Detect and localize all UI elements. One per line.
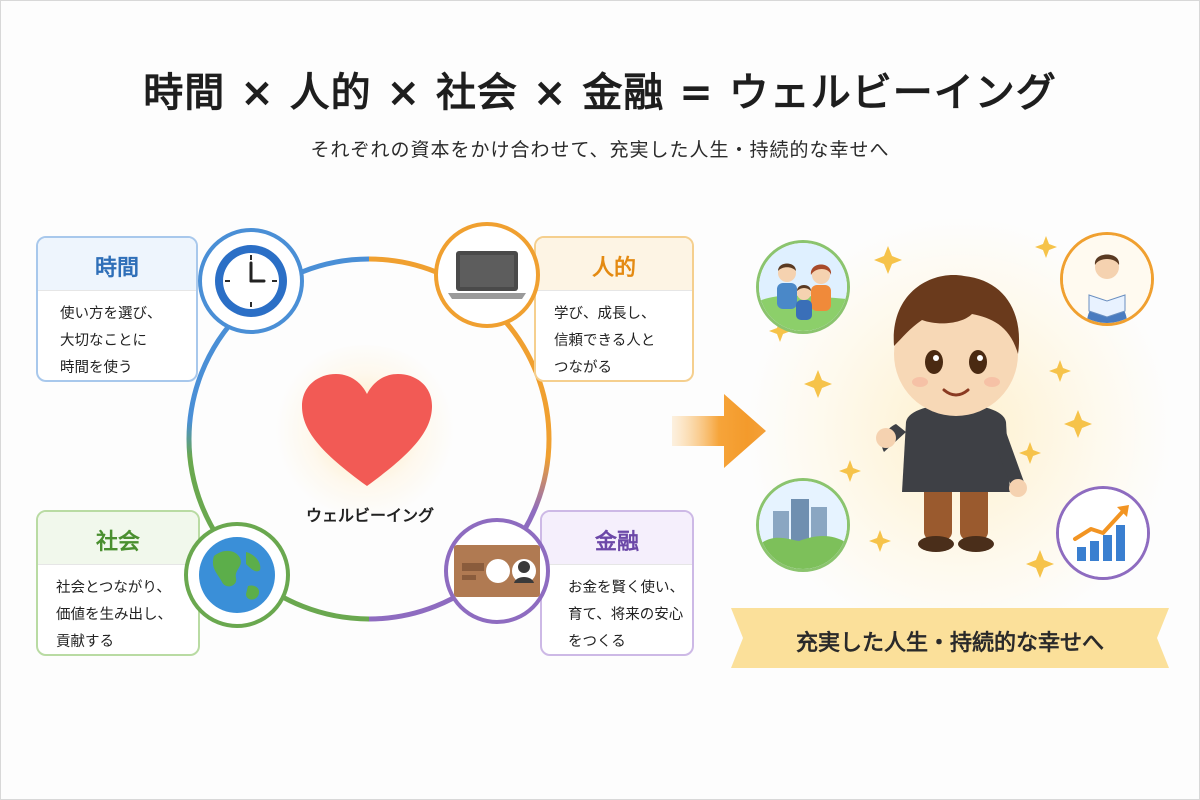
finance-line-2: 育て、将来の安心 xyxy=(568,607,684,623)
learning-bubble xyxy=(1060,232,1154,326)
social-card-title: 社会 xyxy=(38,512,198,565)
finance-line-3: をつくる xyxy=(568,634,626,650)
time-line-2: 大切なことに xyxy=(60,333,147,349)
center-label: ウェルビーイング xyxy=(305,506,434,525)
human-card-title: 人的 xyxy=(536,238,692,291)
heart-icon xyxy=(302,374,432,486)
growth-chart-icon xyxy=(1059,489,1147,577)
society-bubble xyxy=(756,478,850,572)
page-subtitle: それぞれの資本をかけ合わせて、充実した人生・持続的な幸せへ xyxy=(310,139,890,161)
human-line-1: 学び、成長し、 xyxy=(554,306,656,322)
social-line-3: 貢献する xyxy=(56,634,114,650)
finance-bubble xyxy=(1056,486,1150,580)
family-bubble xyxy=(756,240,850,334)
human-line-3: つながる xyxy=(554,360,612,376)
time-capital-card: 時間 使い方を選び、 大切なことに 時間を使う xyxy=(36,236,198,382)
finance-circle xyxy=(444,518,550,624)
reading-icon xyxy=(1063,235,1151,323)
clock-icon xyxy=(215,245,287,317)
human-capital-card: 人的 学び、成長し、 信頼できる人と つながる xyxy=(534,236,694,382)
time-line-1: 使い方を選び、 xyxy=(60,306,162,322)
conclusion-banner xyxy=(731,608,1169,668)
id-card-icon xyxy=(454,545,540,597)
finance-card-title: 金融 xyxy=(542,512,692,565)
globe-icon xyxy=(199,537,275,613)
social-circle xyxy=(184,522,290,628)
finance-capital-card: 金融 お金を賢く使い、 育て、将来の安心 をつくる xyxy=(540,510,694,656)
human-circle xyxy=(434,222,540,328)
happy-character-icon xyxy=(876,275,1027,552)
social-line-1: 社会とつながり、 xyxy=(56,580,171,596)
time-line-3: 時間を使う xyxy=(60,360,133,376)
social-capital-card: 社会 社会とつながり、 価値を生み出し、 貢献する xyxy=(36,510,200,656)
family-icon xyxy=(759,243,847,331)
sparkles xyxy=(769,236,1092,578)
time-card-title: 時間 xyxy=(38,238,196,291)
finance-line-1: お金を賢く使い、 xyxy=(568,580,684,596)
arrow-right-icon xyxy=(672,394,766,468)
human-line-2: 信頼できる人と xyxy=(554,333,656,349)
city-icon xyxy=(759,481,847,569)
conclusion-banner-text: 充実した人生・持続的な幸せへ xyxy=(795,631,1104,656)
page-title: 時間 × 人的 × 社会 × 金融 = ウェルビーイング xyxy=(143,70,1057,116)
social-line-2: 価値を生み出し、 xyxy=(56,607,172,623)
laptop-icon xyxy=(448,251,526,299)
time-circle xyxy=(198,228,304,334)
